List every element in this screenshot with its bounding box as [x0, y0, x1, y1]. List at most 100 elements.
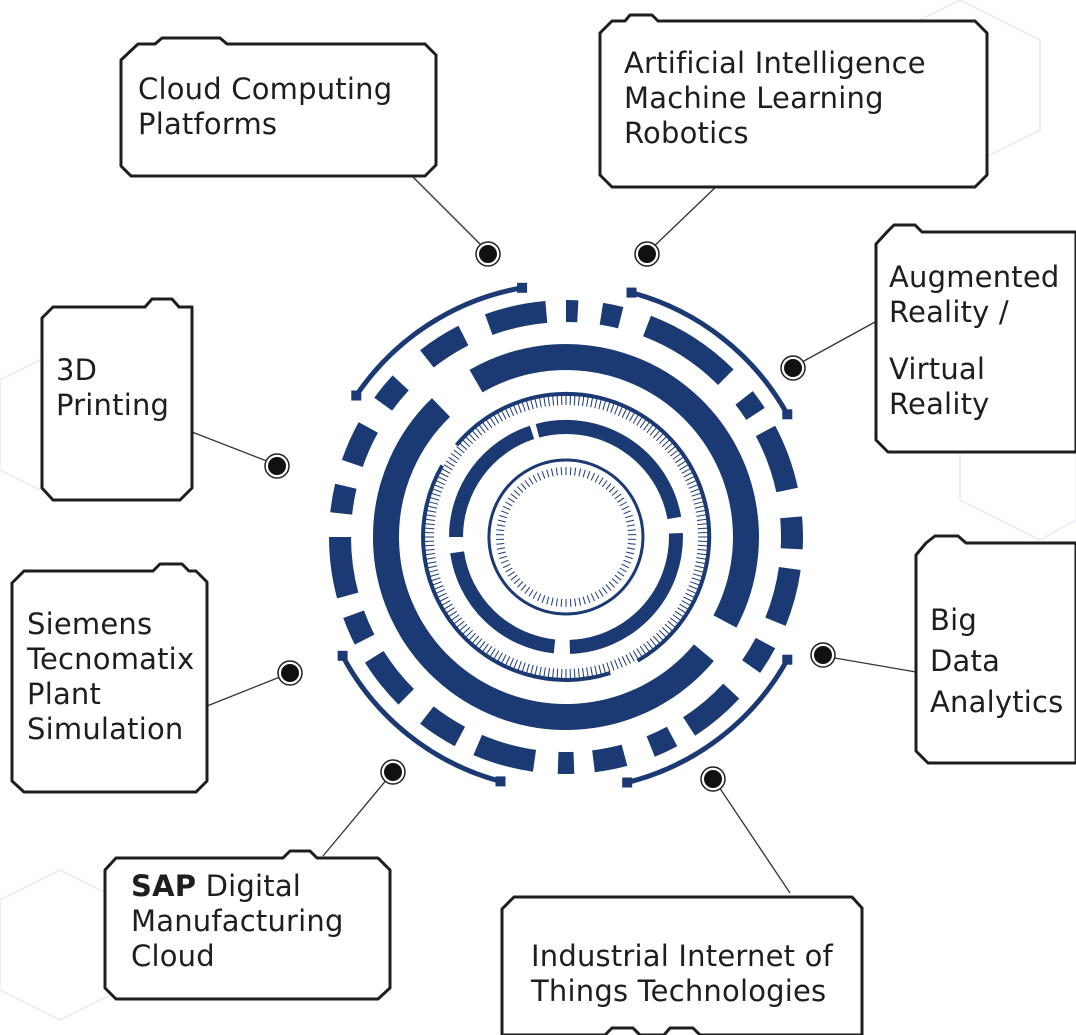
dot-ai: [634, 241, 660, 267]
label-printing-line1: 3D: [56, 353, 98, 387]
ring-outer-cap: [351, 390, 362, 401]
ring-main: [372, 398, 714, 731]
ring-segment: [592, 744, 628, 773]
ring-outer-cap: [337, 650, 348, 661]
dot-cloud: [475, 241, 501, 267]
dot-bigdata: [810, 642, 836, 668]
ring-segment: [330, 483, 357, 515]
ring-outer-cap: [626, 287, 637, 298]
ring-outer-arc: [626, 658, 790, 785]
label-siemens-line4: Simulation: [27, 712, 184, 746]
label-ar-line4: Reality: [889, 387, 990, 421]
connector-siemens: [206, 672, 291, 707]
label-siemens-line3: Plant: [27, 677, 102, 711]
label-artificial-intelligence: Artificial Intelligence Machine Learning…: [624, 46, 926, 151]
label-printing-line2: Printing: [56, 388, 170, 422]
ring-outer-arc: [340, 654, 502, 784]
connector-bigdata: [822, 655, 917, 673]
connector-dots: [264, 241, 836, 792]
label-iiot-line2: Things Technologies: [531, 974, 827, 1008]
ring-outer-cap: [495, 776, 506, 787]
label-sap-line1: SAP Digital: [131, 869, 344, 904]
label-sap-line1-rest: Digital: [196, 869, 302, 903]
label-siemens-line2: Tecnomatix: [27, 642, 195, 676]
ring-segment: [420, 325, 469, 368]
box-bigdata: [914, 534, 1076, 765]
ring-outer-cap: [782, 409, 793, 420]
label-big-data: Big Data Analytics: [930, 600, 1064, 723]
ring-middle: [535, 419, 682, 520]
label-ar-line3: Virtual: [889, 352, 986, 386]
connector-printing: [191, 431, 278, 466]
ring-segment: [473, 734, 537, 772]
label-cloud-line1: Cloud Computing: [138, 72, 393, 106]
ring-fine-ticks: [424, 395, 708, 679]
ring-outer-arc: [354, 285, 523, 397]
dot-ar: [780, 355, 806, 381]
connector-ar: [792, 321, 876, 368]
box-sap: [103, 849, 392, 1001]
connector-iiot: [712, 777, 791, 894]
dot-iiot: [700, 766, 726, 792]
ring-inner: [487, 458, 645, 616]
ring-segment: [780, 516, 803, 550]
ring-segment: [364, 650, 415, 705]
label-ar-line1: Augmented: [889, 260, 1060, 294]
dot-siemens: [277, 660, 303, 686]
ring-main: [469, 344, 759, 628]
ring-segment: [341, 422, 379, 468]
ring-outer-arc: [630, 290, 790, 416]
ring-accent: [421, 464, 611, 682]
label-ai-line1: Artificial Intelligence: [624, 46, 926, 80]
label-augmented-reality: Augmented Reality / Virtual Reality: [889, 260, 1060, 422]
box-printing: [40, 297, 194, 502]
label-bigdata-line3: Analytics: [930, 685, 1064, 719]
ring-segment: [343, 610, 375, 645]
label-sap: SAP Digital Manufacturing Cloud: [131, 869, 344, 974]
ring-outer-cap: [517, 282, 528, 293]
ring-segment: [599, 302, 624, 329]
label-bigdata-line2: Data: [930, 644, 1001, 678]
ring-segment: [755, 425, 798, 493]
label-ai-line2: Machine Learning: [624, 81, 884, 115]
box-siemens: [10, 562, 209, 794]
label-cloud-computing: Cloud Computing Platforms: [138, 72, 392, 142]
label-siemens-line1: Siemens: [27, 607, 153, 641]
ring-middle: [450, 551, 556, 654]
ring-middle: [449, 425, 535, 538]
label-siemens: Siemens Tecnomatix Plant Simulation: [27, 607, 194, 747]
label-iiot: Industrial Internet of Things Technologi…: [531, 939, 833, 1009]
label-bigdata-line1: Big: [930, 603, 977, 637]
label-boxes: [10, 13, 1076, 1035]
ring-accent: [454, 391, 712, 663]
connector-sap: [322, 771, 394, 857]
connector-ai: [647, 182, 721, 253]
ring-segment: [420, 706, 466, 747]
ring-segment: [765, 566, 801, 626]
ring-segment: [374, 375, 409, 411]
box-iiot: [500, 895, 864, 1035]
ring-segment: [329, 536, 359, 599]
label-cloud-line2: Platforms: [138, 107, 278, 141]
dot-sap: [380, 759, 406, 785]
center-ring-graphic: [329, 282, 803, 788]
ring-outer-cap: [622, 777, 633, 788]
label-ar-line2: Reality /: [889, 295, 1009, 329]
connector-lines: [191, 174, 917, 894]
box-ar: [874, 223, 1076, 454]
ring-segment: [484, 300, 548, 336]
ring-segment: [742, 637, 776, 673]
connector-cloud: [410, 174, 489, 253]
ring-segment: [735, 391, 765, 420]
dot-printing: [264, 453, 290, 479]
box-cloud: [119, 36, 438, 178]
label-sap-brand: SAP: [131, 869, 197, 903]
label-ai-line3: Robotics: [624, 116, 749, 150]
label-sap-line3: Cloud: [131, 939, 215, 973]
ring-segment: [682, 683, 740, 736]
ring-segment: [646, 726, 678, 757]
ring-outer-cap: [782, 654, 793, 665]
label-iiot-line1: Industrial Internet of: [531, 939, 833, 973]
